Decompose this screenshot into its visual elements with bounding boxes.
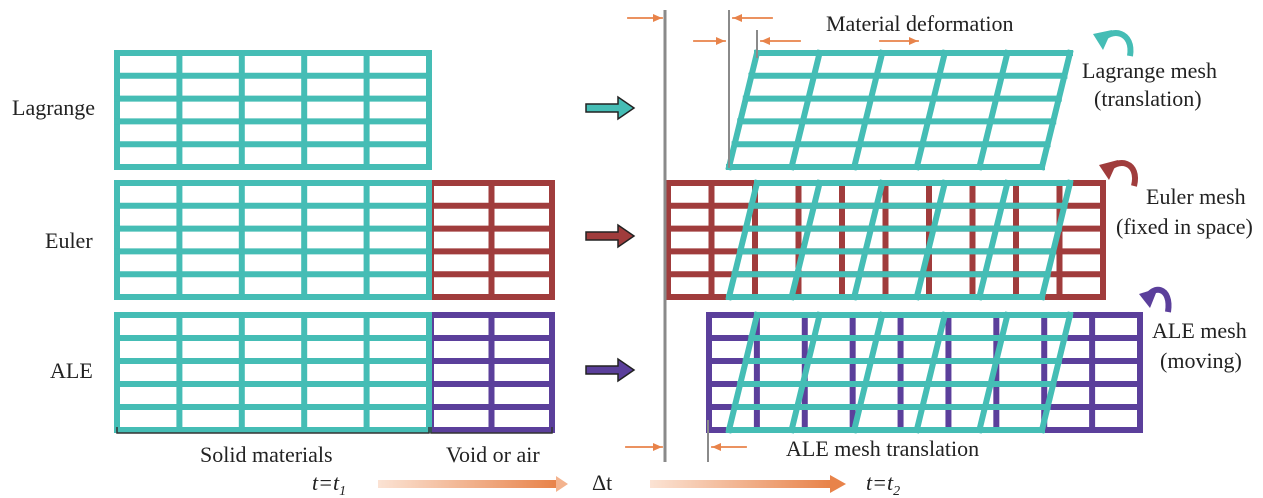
euler-material-mesh-vline	[975, 179, 1012, 301]
ale-material-mesh-vline	[975, 311, 1012, 434]
lagrange-mesh-label: Lagrange mesh	[1082, 58, 1217, 83]
void-or-air-label: Void or air	[446, 442, 540, 467]
time-end-label: t=t2	[866, 470, 900, 498]
ale-material-mesh-vline	[725, 311, 761, 434]
row-label-ale: ALE	[50, 358, 93, 383]
euler-rotation-arrow-head	[1099, 160, 1118, 180]
time-start-label: t=t1	[312, 470, 346, 498]
ale-material-mesh-vline	[913, 311, 949, 434]
lagrange-left-arrow-head	[716, 37, 725, 45]
euler-transition-arrow	[585, 223, 636, 249]
lagrange-mesh-sublabel: (translation)	[1094, 86, 1202, 111]
ale-shift-arrow-head	[712, 443, 721, 451]
lagrange-transition-arrow	[585, 95, 636, 121]
solid-materials-label: Solid materials	[200, 442, 333, 467]
material-deformation-label: Material deformation	[826, 11, 1014, 36]
euler-mesh-label: Euler mesh	[1146, 184, 1246, 209]
ale-mesh-translation-label: ALE mesh translation	[786, 436, 979, 461]
reference-arrow-head	[653, 14, 662, 22]
ale-rotation-arrow-head	[1139, 288, 1158, 308]
deformed-meshes	[665, 49, 1143, 434]
initial-meshes	[114, 50, 555, 433]
material-flow-arrow-head	[909, 37, 918, 45]
euler-material-mesh-vline	[850, 179, 886, 301]
ale-material-mesh-vline	[1038, 311, 1074, 434]
ale-material-mesh-vline	[850, 311, 886, 434]
time-arrow-right-head	[830, 475, 846, 493]
lagrange-deformed-mesh-vline	[787, 49, 824, 171]
void-bracket	[430, 427, 553, 434]
euler-material-mesh-vline	[1038, 179, 1074, 301]
lagrange-deformed-mesh-vline	[1038, 49, 1074, 171]
ale-mesh-sublabel: (moving)	[1160, 348, 1242, 373]
row-label-lagrange: Lagrange	[12, 95, 95, 120]
time-arrow-right-bar	[650, 480, 830, 488]
time-arrow-left-bar	[378, 480, 556, 488]
reference-bottom-arrow-head	[653, 443, 662, 451]
lagrange-rotation-arrow-head	[1093, 30, 1112, 50]
euler-mesh-sublabel: (fixed in space)	[1116, 214, 1253, 239]
transition-arrows	[585, 95, 636, 383]
delta-t-label: Δt	[592, 470, 612, 495]
deformation-arrow-head	[761, 37, 770, 45]
ale-transition-arrow	[585, 357, 636, 383]
lagrange-shift-arrow-head	[733, 14, 742, 22]
ale-material-mesh-vline	[787, 311, 824, 434]
euler-material-mesh-vline	[787, 179, 824, 301]
lagrange-deformed-mesh-vline	[850, 49, 886, 171]
row-label-euler: Euler	[45, 228, 93, 253]
lagrange-deformed-mesh-vline	[975, 49, 1012, 171]
displacement-arrows	[625, 14, 919, 451]
lagrange-deformed-mesh-vline	[725, 49, 761, 171]
euler-material-mesh-vline	[913, 179, 949, 301]
ale-mesh-label: ALE mesh	[1152, 318, 1247, 343]
time-arrow-left-head	[556, 476, 568, 492]
lagrange-deformed-mesh-vline	[913, 49, 949, 171]
euler-material-mesh-vline	[725, 179, 761, 301]
solid-materials-bracket	[116, 427, 430, 434]
